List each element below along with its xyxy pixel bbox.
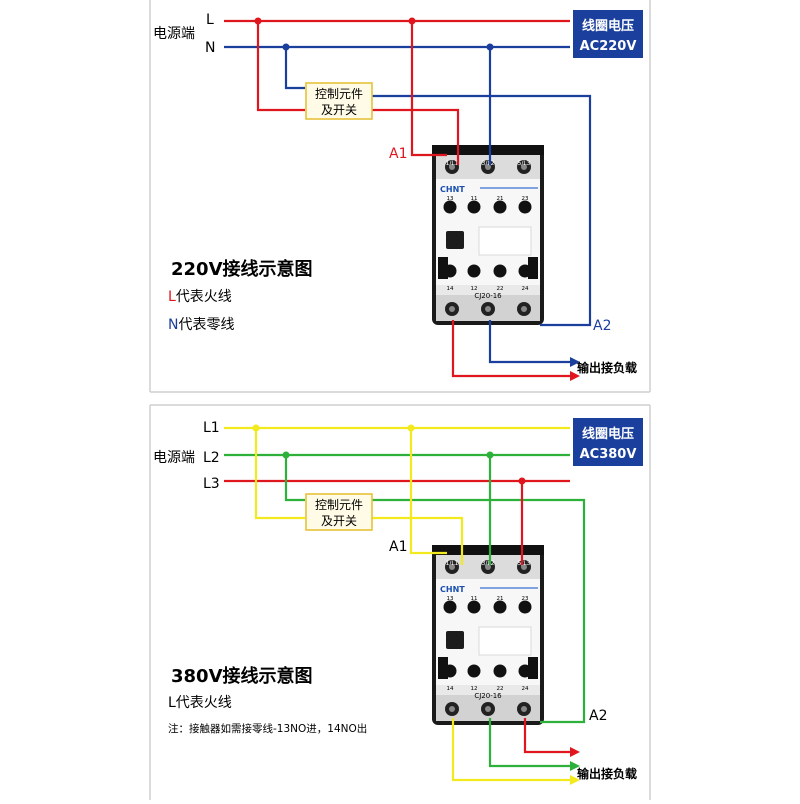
legend-live: L代表火线 xyxy=(168,289,232,305)
terminal-label: 3/L2 xyxy=(482,160,495,167)
wire-junctions xyxy=(254,17,494,51)
a1-label: A1 xyxy=(389,146,407,162)
diagram-heading: 380V接线示意图 xyxy=(171,665,313,687)
aux-label: 23 xyxy=(522,196,529,202)
aux-label: 12 xyxy=(471,286,478,292)
control-switch-label: 及开关 xyxy=(321,514,357,528)
aux-label: 12 xyxy=(471,686,478,692)
line-l1-label: L1 xyxy=(203,420,220,436)
output-load-label: 输出接负载 xyxy=(577,360,637,375)
a2-label: A2 xyxy=(593,318,611,334)
aux-label: 21 xyxy=(497,596,504,602)
source-label: 电源端 xyxy=(153,26,195,42)
control-switch-box xyxy=(305,82,373,120)
line-l2-label: L2 xyxy=(203,450,220,466)
contactor-image: 1/L1 3/L2 5/L3 CHNT 13 11 21 23 14 12 22… xyxy=(431,544,545,726)
aux-label: 24 xyxy=(522,686,529,692)
neutral-note: 注：接触器如需接零线-13NO进，14NO出 xyxy=(168,722,367,735)
aux-label: 21 xyxy=(497,196,504,202)
aux-label: 14 xyxy=(447,686,454,692)
panel-220v: 1/L1 3/L2 5/L3 CHNT 13 11 21 23 14 12 22… xyxy=(149,0,651,393)
control-switch-label: 控制元件 xyxy=(315,498,363,512)
voltage-badge-value: AC380V xyxy=(580,447,637,462)
brand-logo: CHNT xyxy=(440,585,465,594)
brand-logo: CHNT xyxy=(440,185,465,194)
aux-label: 14 xyxy=(447,286,454,292)
legend-neutral: N代表零线 xyxy=(168,317,234,333)
voltage-badge-value: AC220V xyxy=(580,39,637,54)
voltage-badge xyxy=(573,418,643,466)
terminal-label: 1/L1 xyxy=(446,560,459,567)
model-label: CJ20-16 xyxy=(474,692,502,700)
aux-label: 24 xyxy=(522,286,529,292)
output-arrows xyxy=(570,357,580,381)
output-load-label: 输出接负载 xyxy=(577,766,637,781)
diagram-heading: 220V接线示意图 xyxy=(171,258,313,280)
line-l3-label: L3 xyxy=(203,476,220,492)
aux-label: 11 xyxy=(471,196,478,202)
aux-label: 13 xyxy=(447,596,454,602)
control-switch-label: 及开关 xyxy=(321,103,357,117)
aux-label: 23 xyxy=(522,596,529,602)
wire-junctions xyxy=(252,424,526,485)
a1-label: A1 xyxy=(389,539,407,555)
terminal-label: 5/L3 xyxy=(518,160,531,167)
output-arrows xyxy=(570,747,580,785)
voltage-badge-title: 线圈电压 xyxy=(582,18,634,34)
panel-380v: 1/L1 3/L2 5/L3 CHNT 13 11 21 23 14 12 22… xyxy=(149,404,651,800)
control-switch-box xyxy=(305,493,373,531)
legend-live: L代表火线 xyxy=(168,695,232,711)
terminal-label: 1/L1 xyxy=(446,160,459,167)
control-switch-label: 控制元件 xyxy=(315,87,363,101)
terminal-label: 3/L2 xyxy=(482,560,495,567)
source-label: 电源端 xyxy=(153,450,195,466)
aux-label: 22 xyxy=(497,686,504,692)
voltage-badge xyxy=(573,10,643,58)
aux-label: 11 xyxy=(471,596,478,602)
aux-label: 13 xyxy=(447,196,454,202)
model-label: CJ20-16 xyxy=(474,292,502,300)
a2-label: A2 xyxy=(589,708,607,724)
terminal-label: 5/L3 xyxy=(518,560,531,567)
aux-label: 22 xyxy=(497,286,504,292)
wires-220v xyxy=(224,19,592,378)
wires-380v xyxy=(224,426,586,782)
line-l-label: L xyxy=(206,12,214,28)
voltage-badge-title: 线圈电压 xyxy=(582,426,634,442)
line-n-label: N xyxy=(205,40,215,56)
contactor-image: 1/L1 3/L2 5/L3 CHNT 13 11 21 23 14 12 22… xyxy=(431,144,545,326)
